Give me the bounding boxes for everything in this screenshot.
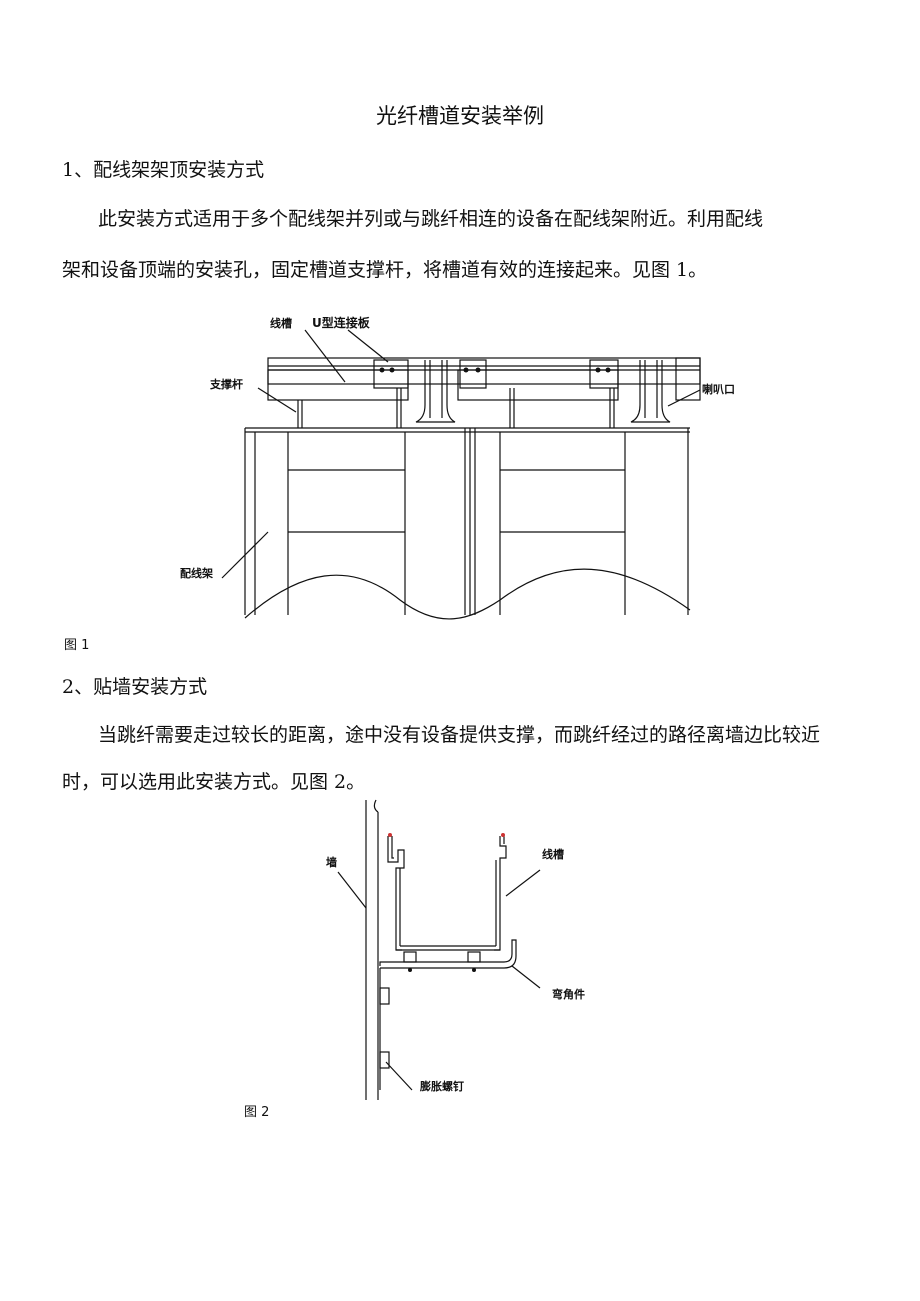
section1-paragraph-line1: 此安装方式适用于多个配线架并列或与跳纤相连的设备在配线架附近。利用配线 xyxy=(98,208,764,230)
section2-paragraph-line1: 当跳纤需要走过较长的距离，途中没有设备提供支撑，而跳纤经过的路径离墙边比较近 xyxy=(98,724,821,746)
fig1-label-horn: 喇叭口 xyxy=(702,382,735,396)
figure1-caption: 图 1 xyxy=(64,638,90,653)
fig2-label-bolt: 膨胀螺钉 xyxy=(419,1079,464,1093)
fig1-label-rack: 配线架 xyxy=(180,566,213,580)
figure1-diagram: 线槽 U型连接板 支撑杆 喇叭口 配线架 xyxy=(180,315,735,620)
section2-heading: 2、贴墙安装方式 xyxy=(62,676,208,698)
fig1-label-support-rod: 支撑杆 xyxy=(209,377,243,391)
fig2-label-bracket: 弯角件 xyxy=(552,987,585,1001)
fig1-label-trough: 线槽 xyxy=(270,316,292,330)
figure2-caption: 图 2 xyxy=(244,1105,270,1120)
section2-paragraph-line2: 时，可以选用此安装方式。见图 2。 xyxy=(62,771,366,793)
fig2-label-trough: 线槽 xyxy=(542,847,564,861)
fig1-label-u-plate: U型连接板 xyxy=(312,315,371,330)
section1-heading: 1、配线架架顶安装方式 xyxy=(62,159,265,181)
figure2-diagram: 墙 线槽 弯角件 膨胀螺钉 xyxy=(326,799,585,1100)
fig2-label-wall: 墙 xyxy=(326,855,337,869)
section1-paragraph-line2: 架和设备顶端的安装孔，固定槽道支撑杆，将槽道有效的连接起来。见图 1。 xyxy=(62,259,708,281)
document-title: 光纤槽道安装举例 xyxy=(376,104,544,128)
